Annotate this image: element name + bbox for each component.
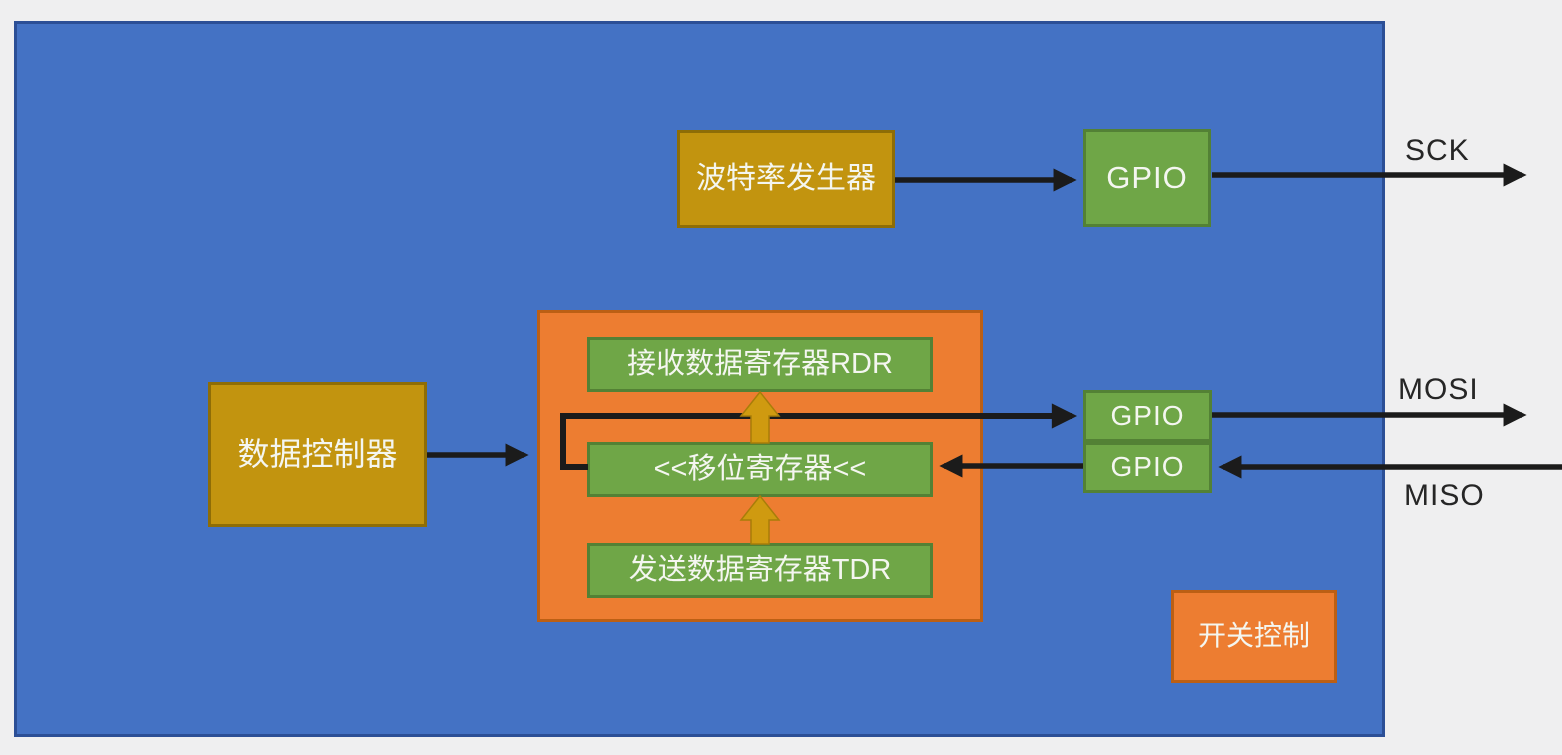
switch-control-box: 开关控制 — [1171, 590, 1337, 683]
transmit-register-label: 发送数据寄存器TDR — [628, 553, 892, 586]
shift-register-box: <<移位寄存器<< — [587, 442, 933, 497]
shift-register-label: <<移位寄存器<< — [653, 452, 867, 485]
baud-generator-label: 波特率发生器 — [696, 161, 876, 195]
gpio-mosi-box: GPIO — [1083, 390, 1212, 442]
gpio-miso-box: GPIO — [1083, 442, 1212, 493]
sck-signal-label: SCK — [1405, 134, 1470, 167]
mosi-signal-label: MOSI — [1398, 373, 1479, 406]
data-controller-box: 数据控制器 — [208, 382, 427, 527]
transmit-register-box: 发送数据寄存器TDR — [587, 543, 933, 598]
baud-generator-box: 波特率发生器 — [677, 130, 895, 228]
receive-register-label: 接收数据寄存器RDR — [627, 347, 893, 380]
gpio-mosi-label: GPIO — [1110, 399, 1185, 431]
gpio-miso-label: GPIO — [1110, 451, 1185, 483]
gpio-sck-label: GPIO — [1106, 160, 1188, 196]
gpio-sck-box: GPIO — [1083, 129, 1211, 227]
miso-signal-label: MISO — [1404, 479, 1485, 512]
switch-control-label: 开关控制 — [1197, 620, 1310, 652]
receive-register-box: 接收数据寄存器RDR — [587, 337, 933, 392]
data-controller-label: 数据控制器 — [237, 436, 398, 473]
